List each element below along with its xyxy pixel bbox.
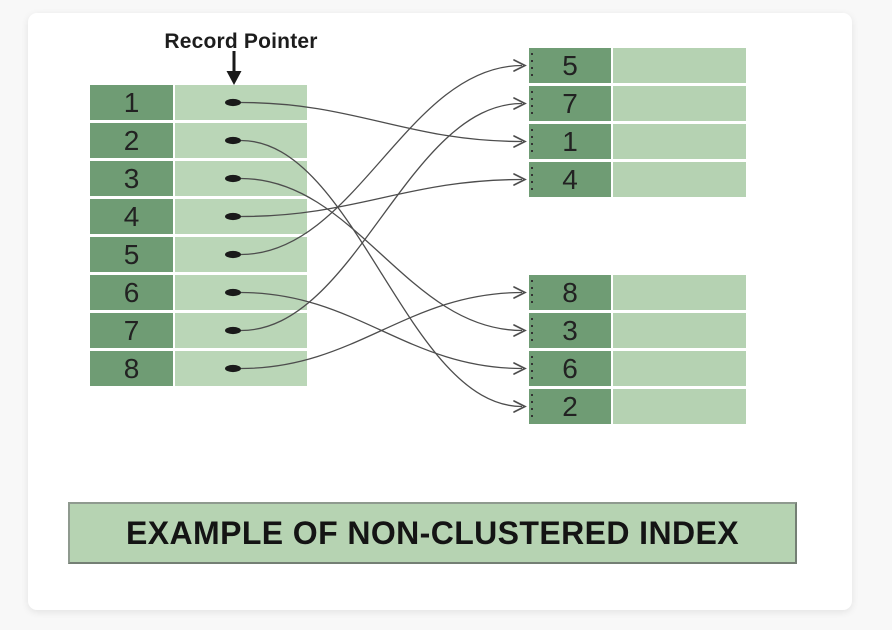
data-table-row: 5 [529, 48, 746, 83]
pointer-cell [175, 123, 307, 158]
data-cell [613, 48, 746, 83]
data-cell [613, 162, 746, 197]
pointer-cell [175, 161, 307, 196]
data-table-row: 4 [529, 162, 746, 197]
data-table-row: 6 [529, 351, 746, 386]
tick-marks-icon [531, 53, 533, 79]
index-table-row: 2 [90, 123, 307, 158]
tick-marks-icon [531, 356, 533, 382]
index-table-row: 5 [90, 237, 307, 272]
pointer-cell [175, 237, 307, 272]
pointer-cell [175, 275, 307, 310]
data-cell [613, 313, 746, 348]
data-cell [613, 86, 746, 121]
index-table-row: 4 [90, 199, 307, 234]
key-cell: 3 [529, 313, 611, 348]
pointer-cell [175, 85, 307, 120]
data-cell [613, 275, 746, 310]
index-table-row: 3 [90, 161, 307, 196]
pointer-cell [175, 199, 307, 234]
data-cell [613, 124, 746, 159]
tick-marks-icon [531, 318, 533, 344]
title-text: EXAMPLE OF NON-CLUSTERED INDEX [126, 514, 739, 551]
key-cell: 2 [529, 389, 611, 424]
pointer-cell [175, 313, 307, 348]
title-banner: EXAMPLE OF NON-CLUSTERED INDEX [68, 502, 797, 564]
key-cell: 7 [529, 86, 611, 121]
tick-marks-icon [531, 91, 533, 117]
key-cell: 5 [529, 48, 611, 83]
key-cell: 5 [90, 237, 173, 272]
data-table-row: 1 [529, 124, 746, 159]
data-cell [613, 389, 746, 424]
key-cell: 2 [90, 123, 173, 158]
data-table-row: 7 [529, 86, 746, 121]
key-cell: 4 [529, 162, 611, 197]
key-cell: 1 [90, 85, 173, 120]
key-cell: 8 [90, 351, 173, 386]
index-table-row: 1 [90, 85, 307, 120]
index-table-row: 6 [90, 275, 307, 310]
data-cell [613, 351, 746, 386]
key-cell: 6 [529, 351, 611, 386]
key-cell: 4 [90, 199, 173, 234]
index-table-row: 7 [90, 313, 307, 348]
index-table-row: 8 [90, 351, 307, 386]
data-table-row: 3 [529, 313, 746, 348]
data-table-row: 8 [529, 275, 746, 310]
tick-marks-icon [531, 280, 533, 306]
key-cell: 8 [529, 275, 611, 310]
key-cell: 7 [90, 313, 173, 348]
tick-marks-icon [531, 167, 533, 193]
key-cell: 1 [529, 124, 611, 159]
tick-marks-icon [531, 129, 533, 155]
tick-marks-icon [531, 394, 533, 420]
key-cell: 3 [90, 161, 173, 196]
key-cell: 6 [90, 275, 173, 310]
record-pointer-label: Record Pointer [164, 30, 318, 53]
pointer-cell [175, 351, 307, 386]
data-table-row: 2 [529, 389, 746, 424]
